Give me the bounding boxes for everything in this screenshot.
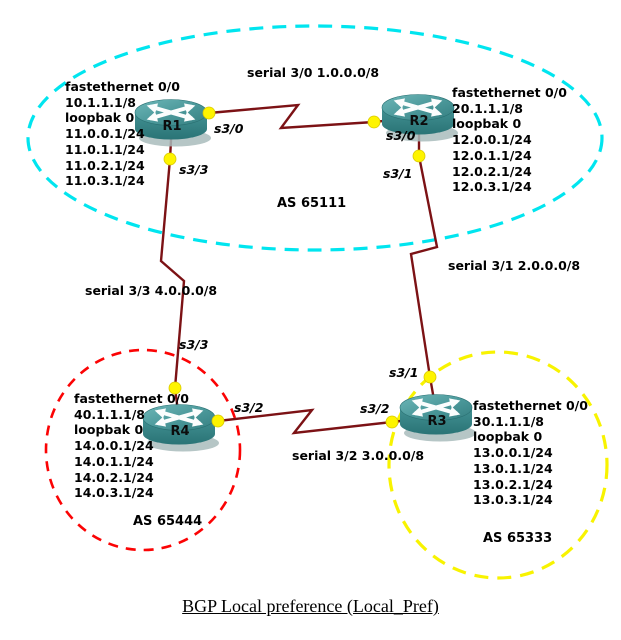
port-label-r4-s3-3: s3/3: [179, 337, 209, 352]
r1-interface-list: fastethernet 0/0 10.1.1.1/8 loopbak 0 11…: [65, 79, 180, 189]
port-label-r4-s3-2: s3/2: [234, 400, 264, 415]
r2-iface-line: 12.0.1.1/24: [452, 147, 532, 163]
port-dot-r3-s3-1: [423, 370, 437, 384]
as-65111-boundary-ellipse: [26, 24, 604, 252]
link-caption-serial-3-3: serial 3/3 4.0.0.0/8: [85, 282, 217, 300]
port-label-r3-s3-1: s3/1: [389, 365, 419, 380]
r4-interface-list: fastethernet 0/0 40.1.1.1/8 loopbak 0 14…: [74, 391, 189, 501]
link-caption-serial-3-0: serial 3/0 1.0.0.0/8: [247, 64, 379, 82]
port-dot-r1-s3-0: [202, 106, 216, 120]
link-caption-serial-3-2: serial 3/2 3.0.0.0/8: [292, 447, 424, 465]
port-dot-r3-s3-2: [385, 415, 399, 429]
router-label-r1: R1: [162, 119, 182, 134]
link-subnet: 1.0.0.0/8: [316, 65, 380, 80]
link-subnet: 2.0.0.0/8: [517, 258, 581, 273]
r3-iface-line: 13.0.0.1/24: [473, 445, 553, 461]
r1-iface-line: 11.0.1.1/24: [65, 141, 145, 157]
as-65111-label: AS 65111: [277, 196, 347, 211]
r3-iface-line: loopbak 0: [473, 429, 543, 445]
r3-iface-line: fastethernet 0/0: [473, 398, 588, 413]
port-dot-r4-s3-3: [168, 381, 182, 395]
link-name: serial 3/3: [85, 283, 151, 298]
r2-iface-line: loopbak 0: [452, 116, 522, 132]
r3-interface-list: fastethernet 0/0 30.1.1.1/8 loopbak 0 13…: [473, 398, 588, 508]
r1-iface-line: 11.0.3.1/24: [65, 173, 145, 189]
port-dot-r1-s3-3: [163, 152, 177, 166]
r4-iface-line: 14.0.2.1/24: [74, 469, 154, 485]
router-label-r2: R2: [409, 114, 429, 129]
r4-iface-line: loopbak 0: [74, 422, 144, 438]
r1-iface-line: fastethernet 0/0: [65, 79, 180, 94]
router-label-r4: R4: [170, 424, 190, 439]
r2-iface-line: 12.0.2.1/24: [452, 163, 532, 179]
port-dot-r4-s3-2: [211, 414, 225, 428]
port-label-r3-s3-2: s3/2: [360, 401, 390, 416]
port-dot-r2-s3-1: [412, 149, 426, 163]
link-caption-serial-3-1: serial 3/1 2.0.0.0/8: [448, 257, 580, 275]
r2-iface-line: 20.1.1.1/8: [452, 100, 523, 116]
r1-iface-line: 10.1.1.1/8: [65, 94, 136, 110]
router-label-r3: R3: [427, 414, 447, 429]
r4-iface-line: 14.0.0.1/24: [74, 438, 154, 454]
r4-iface-line: 14.0.1.1/24: [74, 453, 154, 469]
as-65333-label: AS 65333: [483, 531, 553, 546]
r4-iface-line: 40.1.1.1/8: [74, 406, 145, 422]
r2-iface-line: fastethernet 0/0: [452, 85, 567, 100]
port-label-r1-s3-0: s3/0: [214, 121, 244, 136]
r3-iface-line: 13.0.1.1/24: [473, 460, 553, 476]
as-65444-boundary-ellipse: [44, 348, 242, 552]
r1-iface-line: loopbak 0: [65, 110, 135, 126]
r1-iface-line: 11.0.0.1/24: [65, 126, 145, 142]
r4-iface-line: 14.0.3.1/24: [74, 485, 154, 501]
link-name: serial 3/0: [247, 65, 313, 80]
r4-iface-line: fastethernet 0/0: [74, 391, 189, 406]
as-65444-label: AS 65444: [133, 514, 203, 529]
port-dot-r2-s3-0: [367, 115, 381, 129]
r2-interface-list: fastethernet 0/0 20.1.1.1/8 loopbak 0 12…: [452, 85, 567, 195]
link-name: serial 3/1: [448, 258, 514, 273]
diagram-title: BGP Local preference (Local_Pref): [182, 596, 439, 616]
r1-iface-line: 11.0.2.1/24: [65, 157, 145, 173]
link-name: serial 3/2: [292, 448, 358, 463]
r2-iface-line: 12.0.3.1/24: [452, 179, 532, 195]
serial-link-r2-r3: [409, 117, 439, 418]
as-65333-boundary-ellipse: [387, 350, 609, 580]
port-label-r2-s3-0: s3/0: [386, 128, 416, 143]
r2-iface-line: 12.0.0.1/24: [452, 132, 532, 148]
port-label-r2-s3-1: s3/1: [383, 166, 413, 181]
link-subnet: 4.0.0.0/8: [154, 283, 218, 298]
port-label-r1-s3-3: s3/3: [179, 162, 209, 177]
r3-iface-line: 30.1.1.1/8: [473, 413, 544, 429]
link-subnet: 3.0.0.0/8: [361, 448, 425, 463]
r3-iface-line: 13.0.3.1/24: [473, 492, 553, 508]
r3-iface-line: 13.0.2.1/24: [473, 476, 553, 492]
